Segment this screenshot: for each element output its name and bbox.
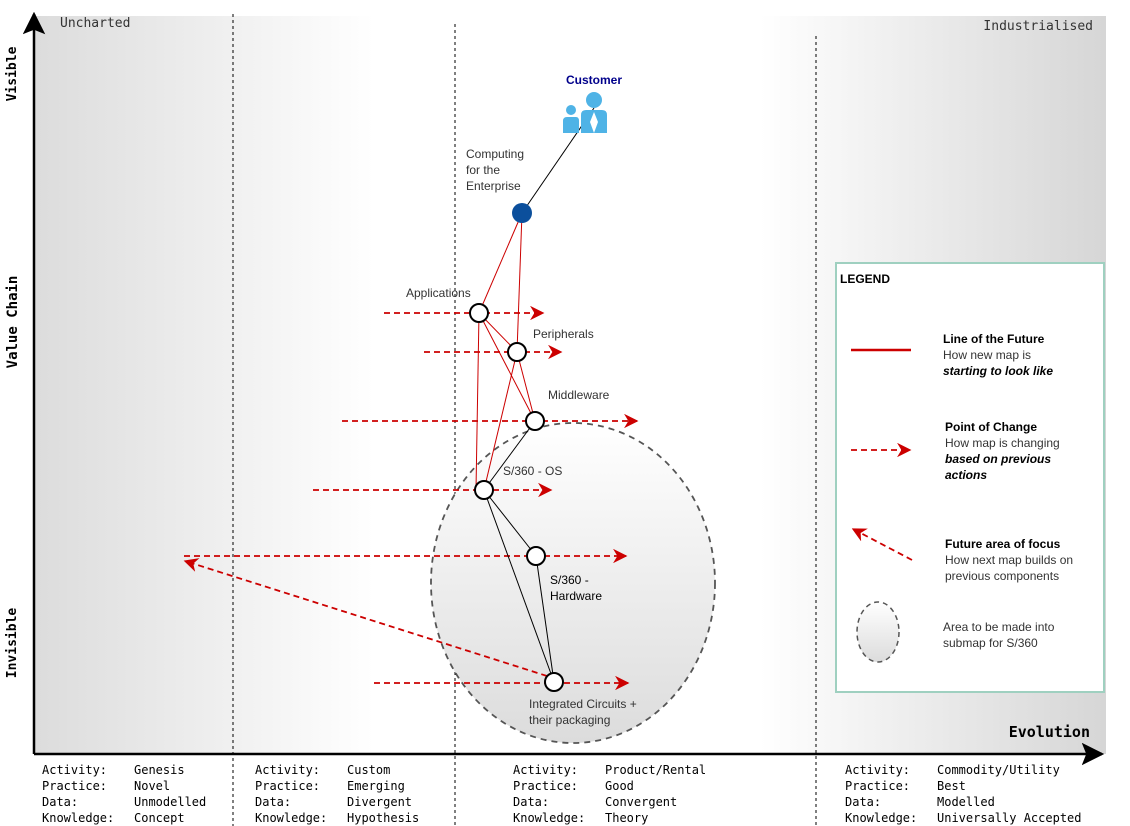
background-uncharted-gradient xyxy=(34,16,374,754)
hardware-node[interactable]: S/360 - Hardware xyxy=(526,546,602,603)
stage-custom-values: Custom Emerging Divergent Hypothesis xyxy=(347,763,419,825)
hardware-dot xyxy=(526,546,546,566)
customer-icon xyxy=(563,92,607,133)
link-os-hardware xyxy=(483,489,537,557)
middleware-dot xyxy=(525,411,545,431)
link-middleware-os xyxy=(483,420,536,491)
computing-enterprise-node[interactable]: Computing for the Enterprise xyxy=(466,147,532,223)
legend-submap-text: Area to be made into submap for S/360 xyxy=(943,620,1058,650)
stage-custom: Activity: Practice: Data: Knowledge: Cus… xyxy=(255,763,419,825)
middleware-label: Middleware xyxy=(548,388,610,402)
applications-label: Applications xyxy=(406,286,471,300)
legend-title: LEGEND xyxy=(840,272,890,286)
stage-genesis-keys: Activity: Practice: Data: Knowledge: xyxy=(42,763,114,825)
link-hardware-circuits xyxy=(535,555,555,683)
stage-product-values: Product/Rental Good Convergent Theory xyxy=(605,763,713,825)
submap-area-ellipse xyxy=(430,422,716,744)
circuits-dot xyxy=(544,672,564,692)
applications-dot xyxy=(469,303,489,323)
stage-commodity: Activity: Practice: Data: Knowledge: Com… xyxy=(845,763,1082,825)
computing-enterprise-label: Computing for the Enterprise xyxy=(466,147,527,193)
peripherals-node[interactable]: Peripherals xyxy=(507,327,594,362)
future-link-computing-applications xyxy=(478,212,523,314)
computing-enterprise-dot xyxy=(512,203,532,223)
legend-change-text: Point of Change How map is changing base… xyxy=(945,420,1063,482)
future-link-applications-os xyxy=(475,312,480,491)
os-node[interactable]: S/360 - OS xyxy=(474,464,562,500)
os-label: S/360 - OS xyxy=(503,464,562,478)
legend: LEGEND Line of the Future How new map is… xyxy=(835,262,1105,693)
future-focus-arrow xyxy=(183,558,548,677)
stage-product: Activity: Practice: Data: Knowledge: Pro… xyxy=(513,763,713,825)
stage-commodity-values: Commodity/Utility Best Modelled Universa… xyxy=(937,763,1082,825)
link-os-circuits xyxy=(483,489,555,683)
future-link-peripherals-os xyxy=(483,351,518,491)
legend-focus-arrow-sample xyxy=(851,528,913,561)
stage-custom-keys: Activity: Practice: Data: Knowledge: xyxy=(255,763,327,825)
y-axis-invisible-label: Invisible xyxy=(5,608,20,679)
stage-genesis-values: Genesis Novel Unmodelled Concept xyxy=(134,763,213,825)
stage-product-keys: Activity: Practice: Data: Knowledge: xyxy=(513,763,585,825)
peripherals-label: Peripherals xyxy=(533,327,594,341)
hardware-label: S/360 - Hardware xyxy=(550,573,602,603)
circuits-label: Integrated Circuits + their packaging xyxy=(529,697,640,727)
os-dot xyxy=(474,480,494,500)
middleware-node[interactable]: Middleware xyxy=(525,388,610,431)
peripherals-dot xyxy=(507,342,527,362)
stage-genesis: Activity: Practice: Data: Knowledge: Gen… xyxy=(42,763,213,825)
legend-submap-ellipse-sample xyxy=(856,601,900,663)
customer-node[interactable]: Customer xyxy=(563,73,622,133)
industrialised-label: Industrialised xyxy=(983,19,1093,34)
future-link-peripherals-middleware xyxy=(516,351,536,422)
change-arrows xyxy=(183,305,639,691)
x-axis-evolution-label: Evolution xyxy=(1009,723,1090,741)
future-link-applications-middleware xyxy=(478,312,536,422)
legend-future-line-text: Line of the Future How new map is starti… xyxy=(943,332,1053,378)
legend-focus-text: Future area of focus How next map builds… xyxy=(945,537,1076,583)
stage-descriptions: Activity: Practice: Data: Knowledge: Gen… xyxy=(42,763,1082,825)
future-link-computing-peripherals xyxy=(516,212,523,353)
customer-label: Customer xyxy=(566,73,622,87)
uncharted-label: Uncharted xyxy=(60,16,130,31)
stage-commodity-keys: Activity: Practice: Data: Knowledge: xyxy=(845,763,917,825)
applications-node[interactable]: Applications xyxy=(406,286,489,323)
circuits-node[interactable]: Integrated Circuits + their packaging xyxy=(529,672,640,727)
y-axis-visible-label: Visible xyxy=(5,46,20,101)
y-axis-value-chain-label: Value Chain xyxy=(5,276,21,369)
